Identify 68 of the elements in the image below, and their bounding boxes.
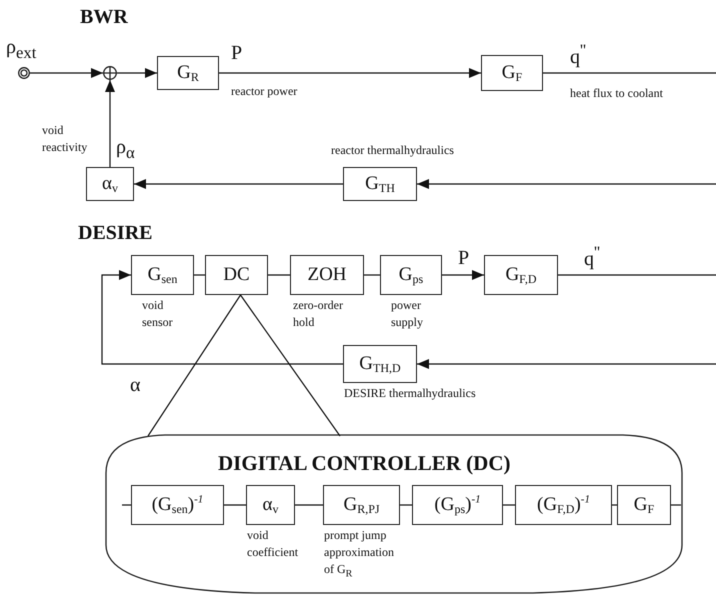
block-label: G$_{ps}$ bbox=[398, 264, 424, 286]
block-caption: void coefficient bbox=[247, 527, 300, 561]
transfer-function-block bbox=[412, 485, 503, 525]
block-caption: reactor thermalhydraulics bbox=[331, 142, 454, 159]
block-label: α$_{v}$ bbox=[262, 494, 278, 516]
block-label: G$_{TH,D}$ bbox=[359, 353, 401, 375]
connector-line bbox=[224, 504, 246, 506]
arrow bbox=[30, 68, 103, 78]
block-caption: DESIRE thermalhydraulics bbox=[344, 385, 476, 402]
connector-line bbox=[122, 504, 131, 506]
connector-line bbox=[400, 504, 412, 506]
arrow bbox=[417, 179, 716, 189]
signal-label: P bbox=[231, 42, 242, 65]
block-label: ZOH bbox=[307, 264, 347, 286]
transfer-function-block bbox=[157, 56, 219, 90]
block-label: G$_{R}$ bbox=[177, 62, 199, 84]
block-label: α$_{v}$ bbox=[102, 173, 118, 195]
transfer-function-block bbox=[484, 255, 558, 295]
section-title: BWR bbox=[80, 6, 128, 29]
connector-line bbox=[268, 274, 290, 276]
block-label: G$_{F,D}$ bbox=[505, 264, 537, 286]
connector-line bbox=[612, 504, 617, 506]
block-caption: zero-order hold bbox=[293, 297, 344, 331]
arrow bbox=[105, 80, 115, 167]
block-label: (G$_{ps}$)$^{-1}$ bbox=[434, 494, 481, 516]
summing-junction bbox=[103, 66, 117, 80]
block-label: G$_{F}$ bbox=[634, 494, 654, 516]
arrow bbox=[101, 270, 343, 365]
signal-label: P bbox=[458, 247, 470, 270]
controller-title: DIGITAL CONTROLLER (DC) bbox=[218, 451, 510, 476]
callout-line bbox=[147, 294, 341, 437]
transfer-function-block bbox=[481, 55, 543, 91]
signal-caption: void reactivity bbox=[42, 122, 88, 156]
block-label: (G$_{F,D}$)$^{-1}$ bbox=[537, 494, 590, 516]
block-label: (G$_{sen}$)$^{-1}$ bbox=[152, 494, 204, 516]
arrow bbox=[442, 270, 484, 280]
arrow bbox=[417, 359, 716, 369]
signal-caption: heat flux to coolant bbox=[570, 86, 663, 101]
transfer-function-block bbox=[86, 167, 134, 201]
signal-label: ρ$_{α}$ bbox=[116, 136, 135, 159]
arrow bbox=[219, 68, 481, 78]
connector-line bbox=[364, 274, 380, 276]
block-label: G$_{R,PJ}$ bbox=[343, 494, 380, 516]
block-caption: power supply bbox=[391, 297, 424, 331]
transfer-function-block bbox=[131, 485, 224, 525]
signal-caption: reactor power bbox=[231, 84, 298, 99]
connector-line bbox=[558, 274, 716, 276]
arrow bbox=[134, 179, 343, 189]
block-label: G$_{F}$ bbox=[502, 62, 522, 84]
connector-line bbox=[503, 504, 515, 506]
transfer-function-block bbox=[205, 255, 268, 295]
connector-line bbox=[543, 72, 716, 74]
section-title: DESIRE bbox=[78, 222, 152, 245]
transfer-function-block bbox=[515, 485, 612, 525]
signal-label: α bbox=[130, 374, 140, 397]
transfer-function-block bbox=[617, 485, 671, 525]
signal-label: ρ$_{ext}$ bbox=[6, 35, 36, 61]
connector-line bbox=[194, 274, 205, 276]
block-label: DC bbox=[223, 264, 250, 286]
block-label: G$_{TH}$ bbox=[365, 173, 395, 195]
block-caption: void sensor bbox=[142, 297, 174, 331]
connector-line bbox=[295, 504, 323, 506]
block-caption: prompt jump approximation of G$_{R}$ bbox=[324, 527, 395, 578]
signal-label: q$^{''}$ bbox=[570, 46, 586, 69]
signal-label: q$^{''}$ bbox=[584, 248, 600, 271]
arrow bbox=[117, 68, 157, 78]
connector-line bbox=[671, 504, 681, 506]
block-label: G$_{sen}$ bbox=[148, 264, 178, 286]
